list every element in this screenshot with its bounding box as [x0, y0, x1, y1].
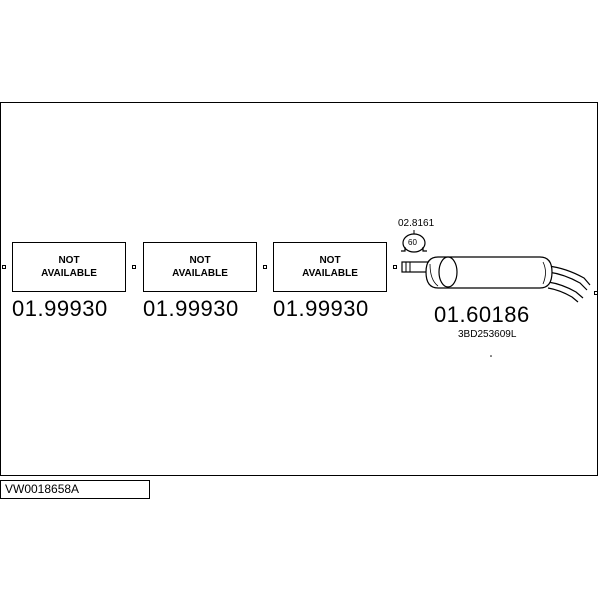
- section-3-placeholder: NOT AVAILABLE: [273, 242, 387, 292]
- section-2-placeholder: NOT AVAILABLE: [143, 242, 257, 292]
- section-1-placeholder: NOT AVAILABLE: [12, 242, 126, 292]
- muffler-part-number: 01.60186: [434, 302, 530, 327]
- clamp-icon: [401, 230, 427, 253]
- clamp-size-label: 60: [408, 238, 417, 247]
- reference-number: VW0018658A: [0, 480, 150, 499]
- section-1-part-number: 01.99930: [12, 296, 108, 321]
- section-2-part-number: 01.99930: [143, 296, 239, 321]
- connector-2: [263, 265, 267, 269]
- connector-1: [132, 265, 136, 269]
- clamp-part-number: 02.8161: [398, 218, 435, 229]
- section-3-part-number: 01.99930: [273, 296, 369, 321]
- muffler-icon: [401, 256, 591, 303]
- connector-right: [594, 291, 598, 295]
- diagram-frame: [0, 102, 598, 476]
- connector-left: [2, 265, 6, 269]
- muffler-oem-number: 3BD253609L: [458, 329, 517, 340]
- dot-mark: [490, 355, 492, 357]
- connector-3: [393, 265, 397, 269]
